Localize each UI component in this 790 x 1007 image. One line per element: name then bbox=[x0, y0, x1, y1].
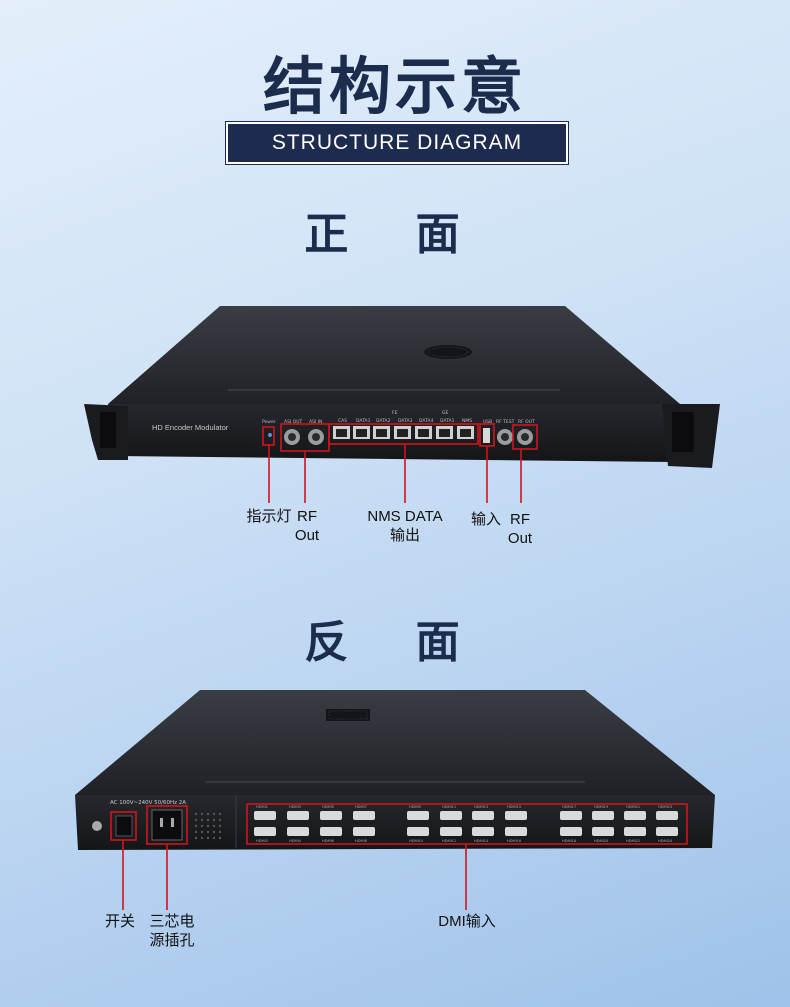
hdmi-ports-bottom bbox=[254, 827, 678, 836]
callout-hdmi-input: DMI输入 bbox=[438, 913, 496, 930]
label-rf-out: RF OUT bbox=[518, 419, 535, 425]
svg-text:HDMI9: HDMI9 bbox=[409, 805, 422, 809]
hdmi-bottom-labels: HDMI2 HDMI4 HDMI6 HDMI8 HDMI10 HDMI12 HD… bbox=[256, 839, 673, 843]
back-section-title: 反 面 bbox=[304, 617, 486, 668]
rf-out-connector bbox=[517, 429, 533, 445]
callout-rf-out-2: RF Out bbox=[503, 510, 537, 548]
label-cas: CAS bbox=[338, 418, 347, 424]
svg-text:HDMI22: HDMI22 bbox=[626, 839, 640, 843]
label-data1: DATA1 bbox=[356, 418, 371, 424]
svg-text:HDMI5: HDMI5 bbox=[322, 805, 334, 809]
back-panel bbox=[75, 795, 715, 850]
power-switch bbox=[115, 815, 133, 837]
label-ge-data1: DATA1 bbox=[440, 418, 455, 424]
subtitle-text: STRUCTURE DIAGRAM bbox=[271, 131, 523, 154]
svg-text:HDMI23: HDMI23 bbox=[658, 805, 672, 809]
front-device: HD Encoder Modulator Power ASI OUT ASI I… bbox=[84, 306, 720, 503]
power-rating-label: AC 100V~240V 50/60Hz 2A bbox=[110, 800, 186, 806]
ground-screw bbox=[92, 821, 102, 831]
svg-text:HDMI18: HDMI18 bbox=[562, 839, 577, 843]
subtitle-banner: STRUCTURE DIAGRAM bbox=[226, 122, 568, 164]
svg-text:HDMI19: HDMI19 bbox=[594, 805, 609, 809]
callout-nms-line2: 输出 bbox=[389, 527, 420, 544]
ethernet-ports bbox=[333, 426, 474, 439]
svg-text:HDMI6: HDMI6 bbox=[322, 839, 335, 843]
svg-text:HDMI4: HDMI4 bbox=[289, 839, 302, 843]
hdmi-ports-top bbox=[254, 811, 678, 820]
svg-text:HDMI15: HDMI15 bbox=[507, 805, 521, 809]
label-usb: USB bbox=[483, 419, 492, 425]
asi-in-connector bbox=[308, 429, 324, 445]
front-device-label: HD Encoder Modulator bbox=[152, 423, 229, 432]
power-led bbox=[268, 433, 272, 437]
power-socket bbox=[151, 809, 183, 841]
callout-rf-out: RF Out bbox=[290, 507, 324, 545]
back-top-face bbox=[75, 690, 715, 795]
label-data3: DATA3 bbox=[398, 418, 413, 424]
label-power: Power bbox=[262, 419, 276, 425]
hdmi-top-labels: HDMI1 HDMI3 HDMI5 HDMI7 HDMI9 HDMI11 HDM… bbox=[256, 805, 672, 809]
rf-test-connector bbox=[497, 429, 513, 445]
label-ge-group: GE bbox=[442, 410, 448, 416]
svg-text:HDMI2: HDMI2 bbox=[256, 839, 268, 843]
label-fe-group: FE bbox=[392, 410, 398, 416]
callout-power-line1: 三芯电 bbox=[149, 913, 195, 930]
svg-text:HDMI20: HDMI20 bbox=[594, 839, 609, 843]
label-nms: NMS bbox=[462, 418, 472, 424]
callout-indicator: 指示灯 bbox=[246, 508, 292, 525]
svg-text:HDMI10: HDMI10 bbox=[409, 839, 424, 843]
page-title: 结构示意 bbox=[262, 50, 527, 123]
front-top-face bbox=[108, 306, 680, 404]
back-device: AC 100V~240V 50/60Hz 2A bbox=[75, 690, 715, 910]
usb-port bbox=[483, 428, 490, 443]
asi-out-connector bbox=[284, 429, 300, 445]
label-asi-in: ASI IN bbox=[309, 419, 322, 425]
callout-power-socket: 三芯电 源插孔 bbox=[142, 912, 202, 950]
back-leader-lines bbox=[122, 840, 467, 910]
svg-text:HDMI14: HDMI14 bbox=[474, 839, 489, 843]
label-data2: DATA2 bbox=[376, 418, 391, 424]
svg-text:HDMI3: HDMI3 bbox=[289, 805, 301, 809]
callout-power-line2: 源插孔 bbox=[149, 932, 195, 949]
svg-text:HDMI11: HDMI11 bbox=[442, 805, 456, 809]
callout-rf-out-line1: RF bbox=[297, 508, 317, 525]
callout-rf-out2-line2: Out bbox=[507, 530, 533, 547]
svg-text:HDMI1: HDMI1 bbox=[256, 805, 268, 809]
svg-text:HDMI7: HDMI7 bbox=[355, 805, 367, 809]
svg-text:HDMI8: HDMI8 bbox=[355, 839, 368, 843]
label-rf-test: RF TEST bbox=[496, 419, 515, 425]
callout-nms-line1: NMS DATA bbox=[367, 508, 443, 525]
callout-switch: 开关 bbox=[104, 913, 135, 930]
svg-text:HDMI16: HDMI16 bbox=[507, 839, 522, 843]
label-data4: DATA4 bbox=[419, 418, 434, 424]
callout-input: 输入 bbox=[470, 511, 501, 528]
callout-rf-out2-line1: RF bbox=[510, 511, 530, 528]
svg-text:HDMI21: HDMI21 bbox=[626, 805, 640, 809]
back-fan-grille bbox=[194, 812, 222, 840]
svg-text:HDMI24: HDMI24 bbox=[658, 839, 673, 843]
svg-text:HDMI12: HDMI12 bbox=[442, 839, 456, 843]
svg-text:HDMI17: HDMI17 bbox=[562, 805, 576, 809]
callout-nms-data: NMS DATA 输出 bbox=[357, 507, 453, 545]
front-section-title: 正 面 bbox=[304, 209, 486, 260]
back-vent-grille bbox=[326, 709, 370, 721]
callout-rf-out-line2: Out bbox=[294, 527, 320, 544]
svg-text:HDMI13: HDMI13 bbox=[474, 805, 488, 809]
front-vent-grille bbox=[424, 345, 472, 359]
back-highlights bbox=[110, 803, 688, 845]
label-asi-out: ASI OUT bbox=[284, 419, 303, 425]
front-leader-lines bbox=[268, 444, 522, 503]
